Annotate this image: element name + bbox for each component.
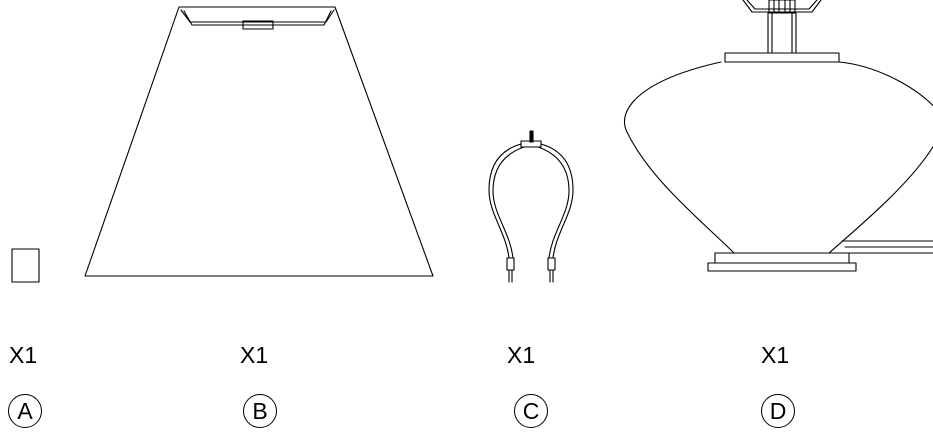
part-a-drawing bbox=[11, 248, 40, 283]
part-d-quantity: X1 bbox=[761, 342, 790, 368]
part-c-quantity: X1 bbox=[507, 342, 536, 368]
part-c-harp bbox=[488, 130, 574, 283]
part-d-letter-badge: D bbox=[761, 394, 795, 428]
part-b-quantity: X1 bbox=[240, 342, 269, 368]
part-a-letter-badge: A bbox=[8, 394, 42, 428]
part-b-lampshade bbox=[84, 6, 434, 277]
part-a-quantity: X1 bbox=[9, 342, 38, 368]
part-b-letter-badge: B bbox=[243, 394, 277, 428]
part-c-letter-badge: C bbox=[514, 394, 548, 428]
part-d-lampbase bbox=[623, 0, 933, 272]
